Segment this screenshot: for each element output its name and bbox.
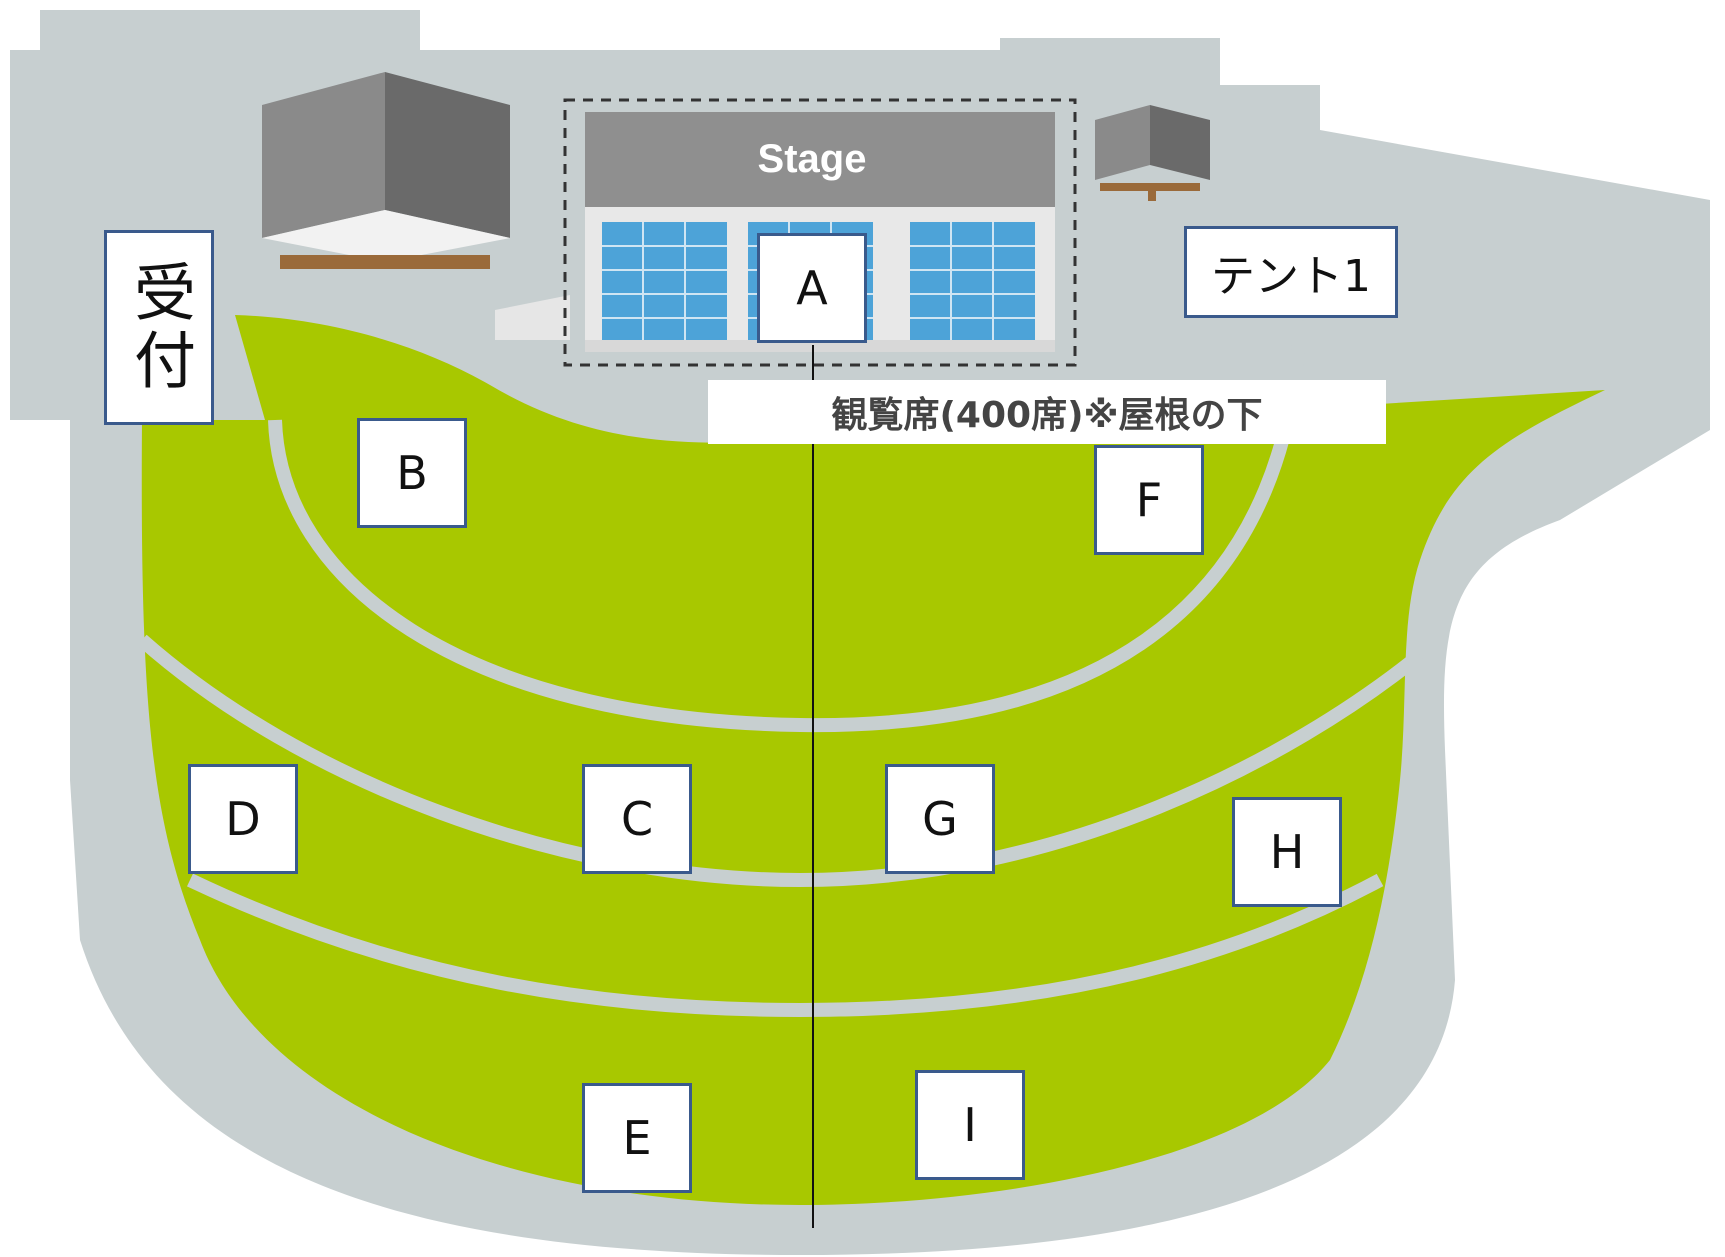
lawn-paths [137, 319, 1425, 1018]
zone-I: I [915, 1070, 1025, 1180]
zone-A: A [757, 233, 867, 343]
zone-E: E [582, 1083, 692, 1193]
zone-label: H [1269, 825, 1305, 879]
seating-caption: 観覧席(400席)※屋根の下 [708, 380, 1386, 444]
reception-label: 受付 [123, 259, 196, 396]
zone-label: A [796, 261, 828, 315]
zone-G: G [885, 764, 995, 874]
right-building [1095, 105, 1210, 201]
zone-B: B [357, 418, 467, 528]
tent-label-box: テント1 [1184, 226, 1398, 318]
zone-label: C [620, 792, 654, 846]
zone-H: H [1232, 797, 1342, 907]
zone-label: D [225, 792, 261, 846]
zone-label: G [922, 792, 958, 846]
stage-label: Stage [758, 137, 867, 181]
zone-label: E [622, 1111, 652, 1165]
path-middle-arc [137, 634, 1425, 888]
zone-label: B [396, 446, 428, 500]
path-outer-arc [186, 873, 1384, 1018]
left-building [262, 72, 510, 269]
reception-label-box: 受付 [104, 230, 214, 425]
zone-D: D [188, 764, 298, 874]
zone-F: F [1094, 445, 1204, 555]
path-inner-arc [268, 319, 1307, 733]
zone-C: C [582, 764, 692, 874]
zone-label: F [1135, 473, 1163, 527]
zone-label: I [963, 1098, 977, 1152]
seating-caption-text: 観覧席(400席)※屋根の下 [831, 395, 1263, 436]
tent-label: テント1 [1211, 251, 1371, 302]
